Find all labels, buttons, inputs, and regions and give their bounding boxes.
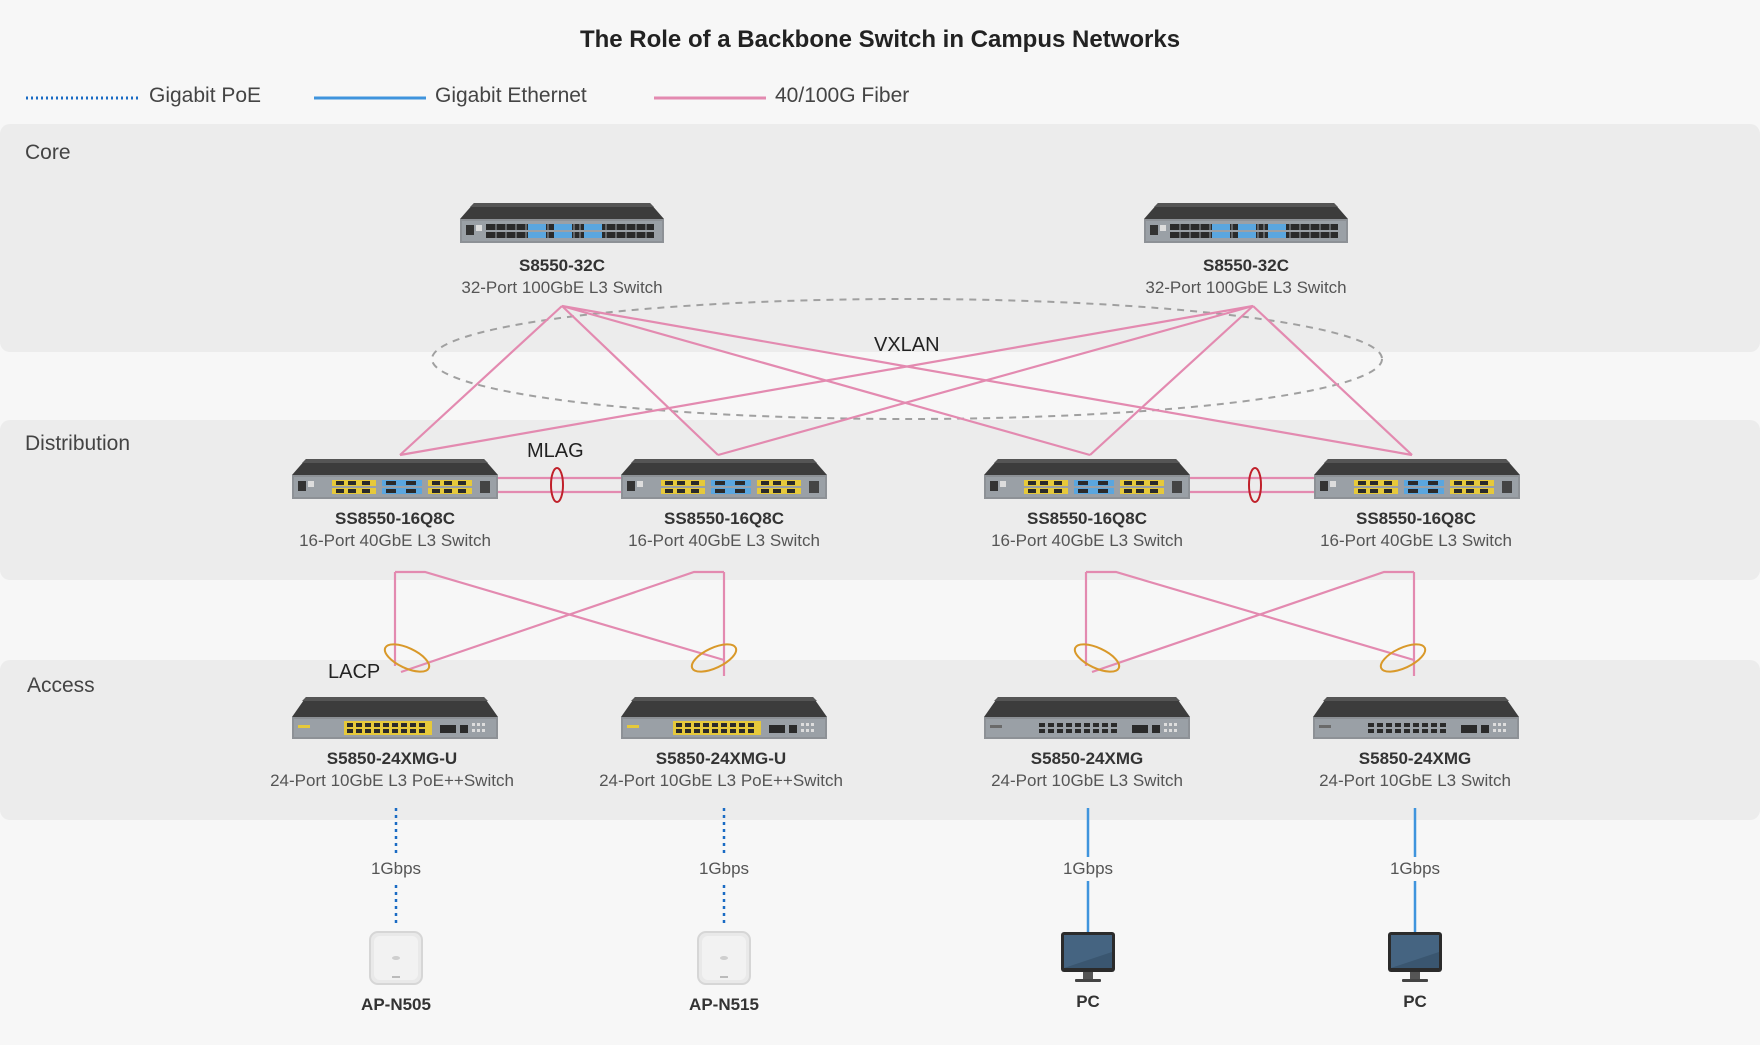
distribution-switch-2-model: SS8550-16Q8C [663,509,785,528]
distribution-switch-4-label: SS8550-16Q8C 16-Port 40GbE L3 Switch [1320,508,1512,552]
access-layer-label: Access [27,674,95,697]
access-switch-4 [1313,697,1519,739]
legend-label-ethernet: Gigabit Ethernet [435,84,587,107]
mlag-ring-left [550,467,564,503]
distribution-switch-3 [984,459,1190,499]
core-layer-label: Core [25,141,71,164]
mlag-ring-right [1248,467,1262,503]
distribution-layer-band [0,420,1760,580]
core-switch-1 [459,202,665,244]
link-speed-3: 1Gbps [1058,857,1118,881]
ethernet-links [1086,808,1417,934]
access-switch-1-label: S5850-24XMG-U 24-Port 10GbE L3 PoE++Swit… [270,748,514,792]
access-switch-3-label: S5850-24XMG 24-Port 10GbE L3 Switch [991,748,1183,792]
distribution-switch-2-desc: 16-Port 40GbE L3 Switch [628,531,820,550]
access-switch-4-label: S5850-24XMG 24-Port 10GbE L3 Switch [1319,748,1511,792]
lacp-rings [383,643,1427,673]
legend-fiber-swatch [654,96,766,100]
core-switch-1-desc: 32-Port 100GbE L3 Switch [461,278,663,297]
pc-monitor-icon [1061,932,1115,982]
core-switch-2 [1143,202,1349,244]
poe-links [394,808,726,924]
access-switch-4-model: S5850-24XMG [1358,749,1472,768]
access-switch-3-model: S5850-24XMG [1030,749,1144,768]
link-speed-2: 1Gbps [694,857,754,881]
endpoint-label-3: PC [1076,992,1100,1011]
core-switch-1-label: S8550-32C 32-Port 100GbE L3 Switch [461,255,662,299]
distribution-switch-2-label: SS8550-16Q8C 16-Port 40GbE L3 Switch [628,508,820,552]
access-layer-band [0,660,1760,820]
distribution-switch-4-desc: 16-Port 40GbE L3 Switch [1320,531,1512,550]
core-switch-1-model: S8550-32C [518,256,605,275]
legend-ethernet-swatch [314,96,426,100]
core-layer-band [0,124,1760,352]
core-switch-2-desc: 32-Port 100GbE L3 Switch [1145,278,1347,297]
access-switch-2-label: S5850-24XMG-U 24-Port 10GbE L3 PoE++Swit… [599,748,843,792]
link-speed-1: 1Gbps [366,857,426,881]
access-point-icon [369,931,423,985]
distribution-switch-4 [1314,459,1520,499]
access-switch-2-model: S5850-24XMG-U [655,749,787,768]
diagram-title: The Role of a Backbone Switch in Campus … [579,26,1181,53]
access-switch-2-desc: 24-Port 10GbE L3 PoE++Switch [599,771,843,790]
distribution-access-fiber-links [393,570,1416,676]
vxlan-label: VXLAN [874,334,940,356]
legend-label-fiber: 40/100G Fiber [775,84,910,107]
distribution-switch-2 [621,459,827,499]
access-switch-1-model: S5850-24XMG-U [326,749,458,768]
core-switch-2-model: S8550-32C [1202,256,1289,275]
vxlan-boundary [431,298,1383,420]
access-switch-1-desc: 24-Port 10GbE L3 PoE++Switch [270,771,514,790]
link-speed-4: 1Gbps [1385,857,1445,881]
distribution-switch-1-desc: 16-Port 40GbE L3 Switch [299,531,491,550]
access-switch-4-desc: 24-Port 10GbE L3 Switch [1319,771,1511,790]
access-switch-3-desc: 24-Port 10GbE L3 Switch [991,771,1183,790]
distribution-switch-3-model: SS8550-16Q8C [1026,509,1148,528]
endpoint-label-2: AP-N515 [689,995,759,1014]
core-distribution-fiber-links [399,304,1413,457]
distribution-switch-1-model: SS8550-16Q8C [334,509,456,528]
distribution-switch-1-label: SS8550-16Q8C 16-Port 40GbE L3 Switch [299,508,491,552]
lacp-label: LACP [328,661,381,683]
endpoint-label-4: PC [1403,992,1427,1011]
legend-label-poe: Gigabit PoE [149,84,262,107]
access-switch-2 [621,697,827,739]
distribution-layer-label: Distribution [25,432,131,455]
pc-monitor-icon [1388,932,1442,982]
access-switch-3 [984,697,1190,739]
legend-poe-swatch [26,96,138,100]
access-switch-1 [292,697,498,739]
mlag-label: MLAG [527,440,584,462]
distribution-switch-1 [292,459,498,499]
distribution-switch-4-model: SS8550-16Q8C [1355,509,1477,528]
endpoint-label-1: AP-N505 [361,995,431,1014]
core-switch-2-label: S8550-32C 32-Port 100GbE L3 Switch [1145,255,1346,299]
mlag-peer-links [496,476,1316,494]
distribution-switch-3-label: SS8550-16Q8C 16-Port 40GbE L3 Switch [991,508,1183,552]
access-point-icon [697,931,751,985]
distribution-switch-3-desc: 16-Port 40GbE L3 Switch [991,531,1183,550]
